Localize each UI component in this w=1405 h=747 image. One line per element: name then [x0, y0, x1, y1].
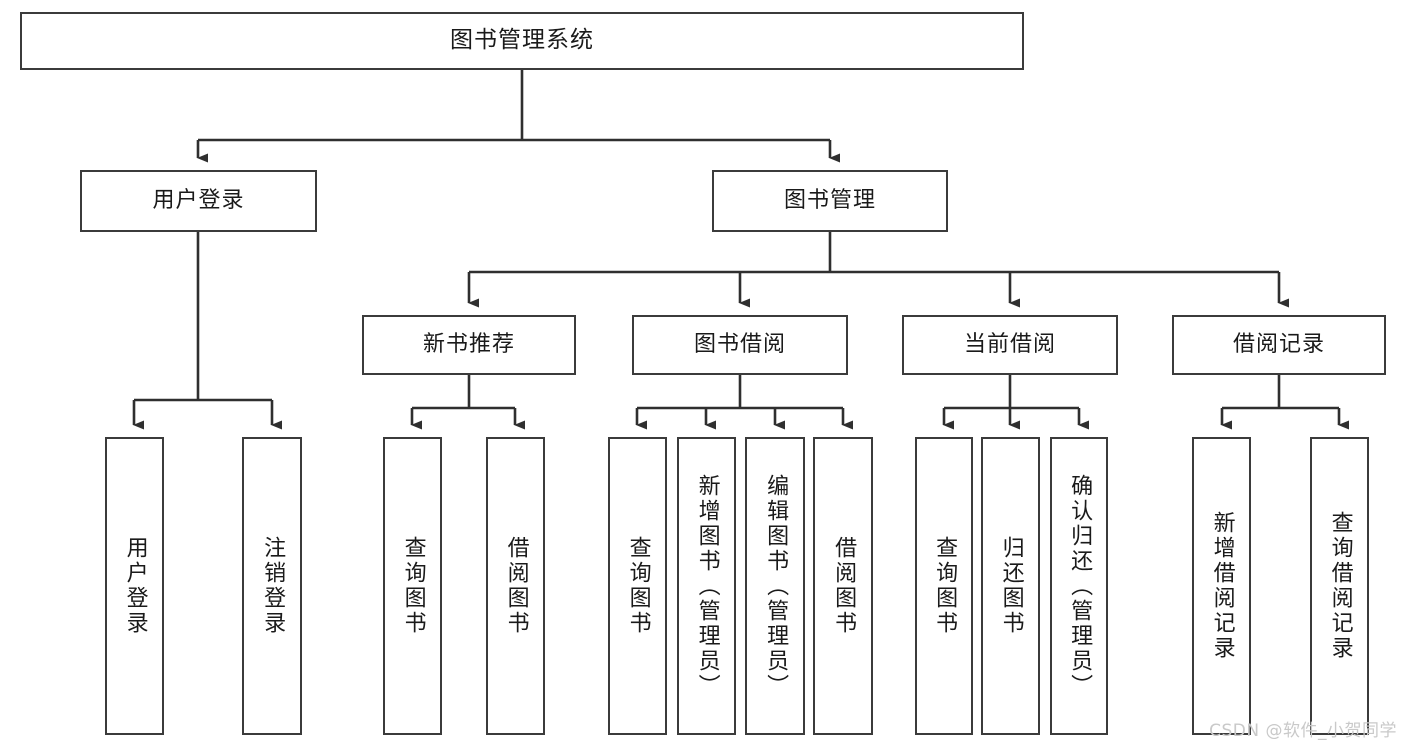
node-leaf-query-book-recommend[interactable]: 查询图书 — [383, 437, 442, 735]
node-leaf-logout[interactable]: 注销登录 — [242, 437, 302, 735]
node-user-login[interactable]: 用户登录 — [80, 170, 317, 232]
node-leaf-query-book-borrow[interactable]: 查询图书 — [608, 437, 667, 735]
node-book-borrow[interactable]: 图书借阅 — [632, 315, 848, 375]
node-leaf-add-book-admin[interactable]: 新增图书（管理员） — [677, 437, 736, 735]
node-borrow-record[interactable]: 借阅记录 — [1172, 315, 1386, 375]
node-leaf-return-book[interactable]: 归还图书 — [981, 437, 1040, 735]
node-leaf-confirm-return-admin[interactable]: 确认归还（管理员） — [1050, 437, 1108, 735]
node-leaf-user-login[interactable]: 用户登录 — [105, 437, 164, 735]
node-leaf-query-borrow-record[interactable]: 查询借阅记录 — [1310, 437, 1369, 735]
node-leaf-add-borrow-record[interactable]: 新增借阅记录 — [1192, 437, 1251, 735]
node-root-book-management-system[interactable]: 图书管理系统 — [20, 12, 1024, 70]
node-current-borrow[interactable]: 当前借阅 — [902, 315, 1118, 375]
node-leaf-edit-book-admin[interactable]: 编辑图书（管理员） — [745, 437, 805, 735]
node-leaf-borrow-book-recommend[interactable]: 借阅图书 — [486, 437, 545, 735]
csdn-watermark: CSDN @软件_小贺同学 — [1209, 721, 1397, 741]
node-leaf-borrow-book[interactable]: 借阅图书 — [813, 437, 873, 735]
node-book-management[interactable]: 图书管理 — [712, 170, 948, 232]
node-new-book-recommendation[interactable]: 新书推荐 — [362, 315, 576, 375]
node-leaf-query-book-current[interactable]: 查询图书 — [915, 437, 973, 735]
